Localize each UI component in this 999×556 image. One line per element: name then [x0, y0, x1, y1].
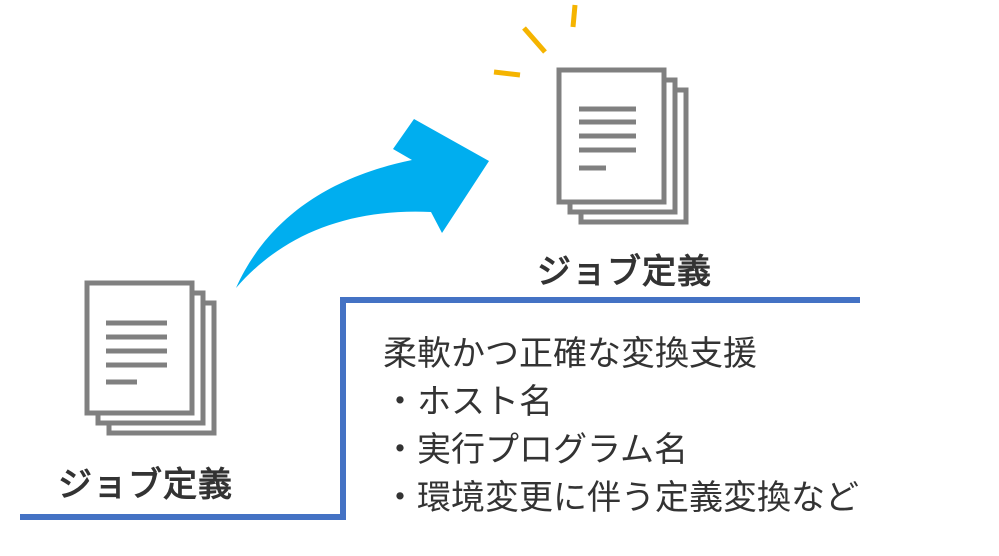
- document-stack-icon-right: [556, 67, 689, 225]
- spark-icon: [493, 4, 578, 78]
- description-heading: 柔軟かつ正確な変換支援: [383, 334, 757, 374]
- description-item-host: ・ホスト名: [383, 382, 553, 422]
- description-item-program: ・実行プログラム名: [383, 430, 688, 470]
- after-document-label: ジョブ定義: [537, 252, 712, 292]
- description-block: 柔軟かつ正確な変換支援 ・ホスト名 ・実行プログラム名 ・環境変更に伴う定義変換…: [383, 330, 859, 522]
- before-document-label: ジョブ定義: [58, 465, 233, 505]
- step-line: [20, 297, 860, 520]
- curved-arrow-icon: [236, 119, 489, 288]
- description-item-environment: ・環境変更に伴う定義変換など: [383, 478, 859, 518]
- document-stack-icon-left: [84, 280, 217, 436]
